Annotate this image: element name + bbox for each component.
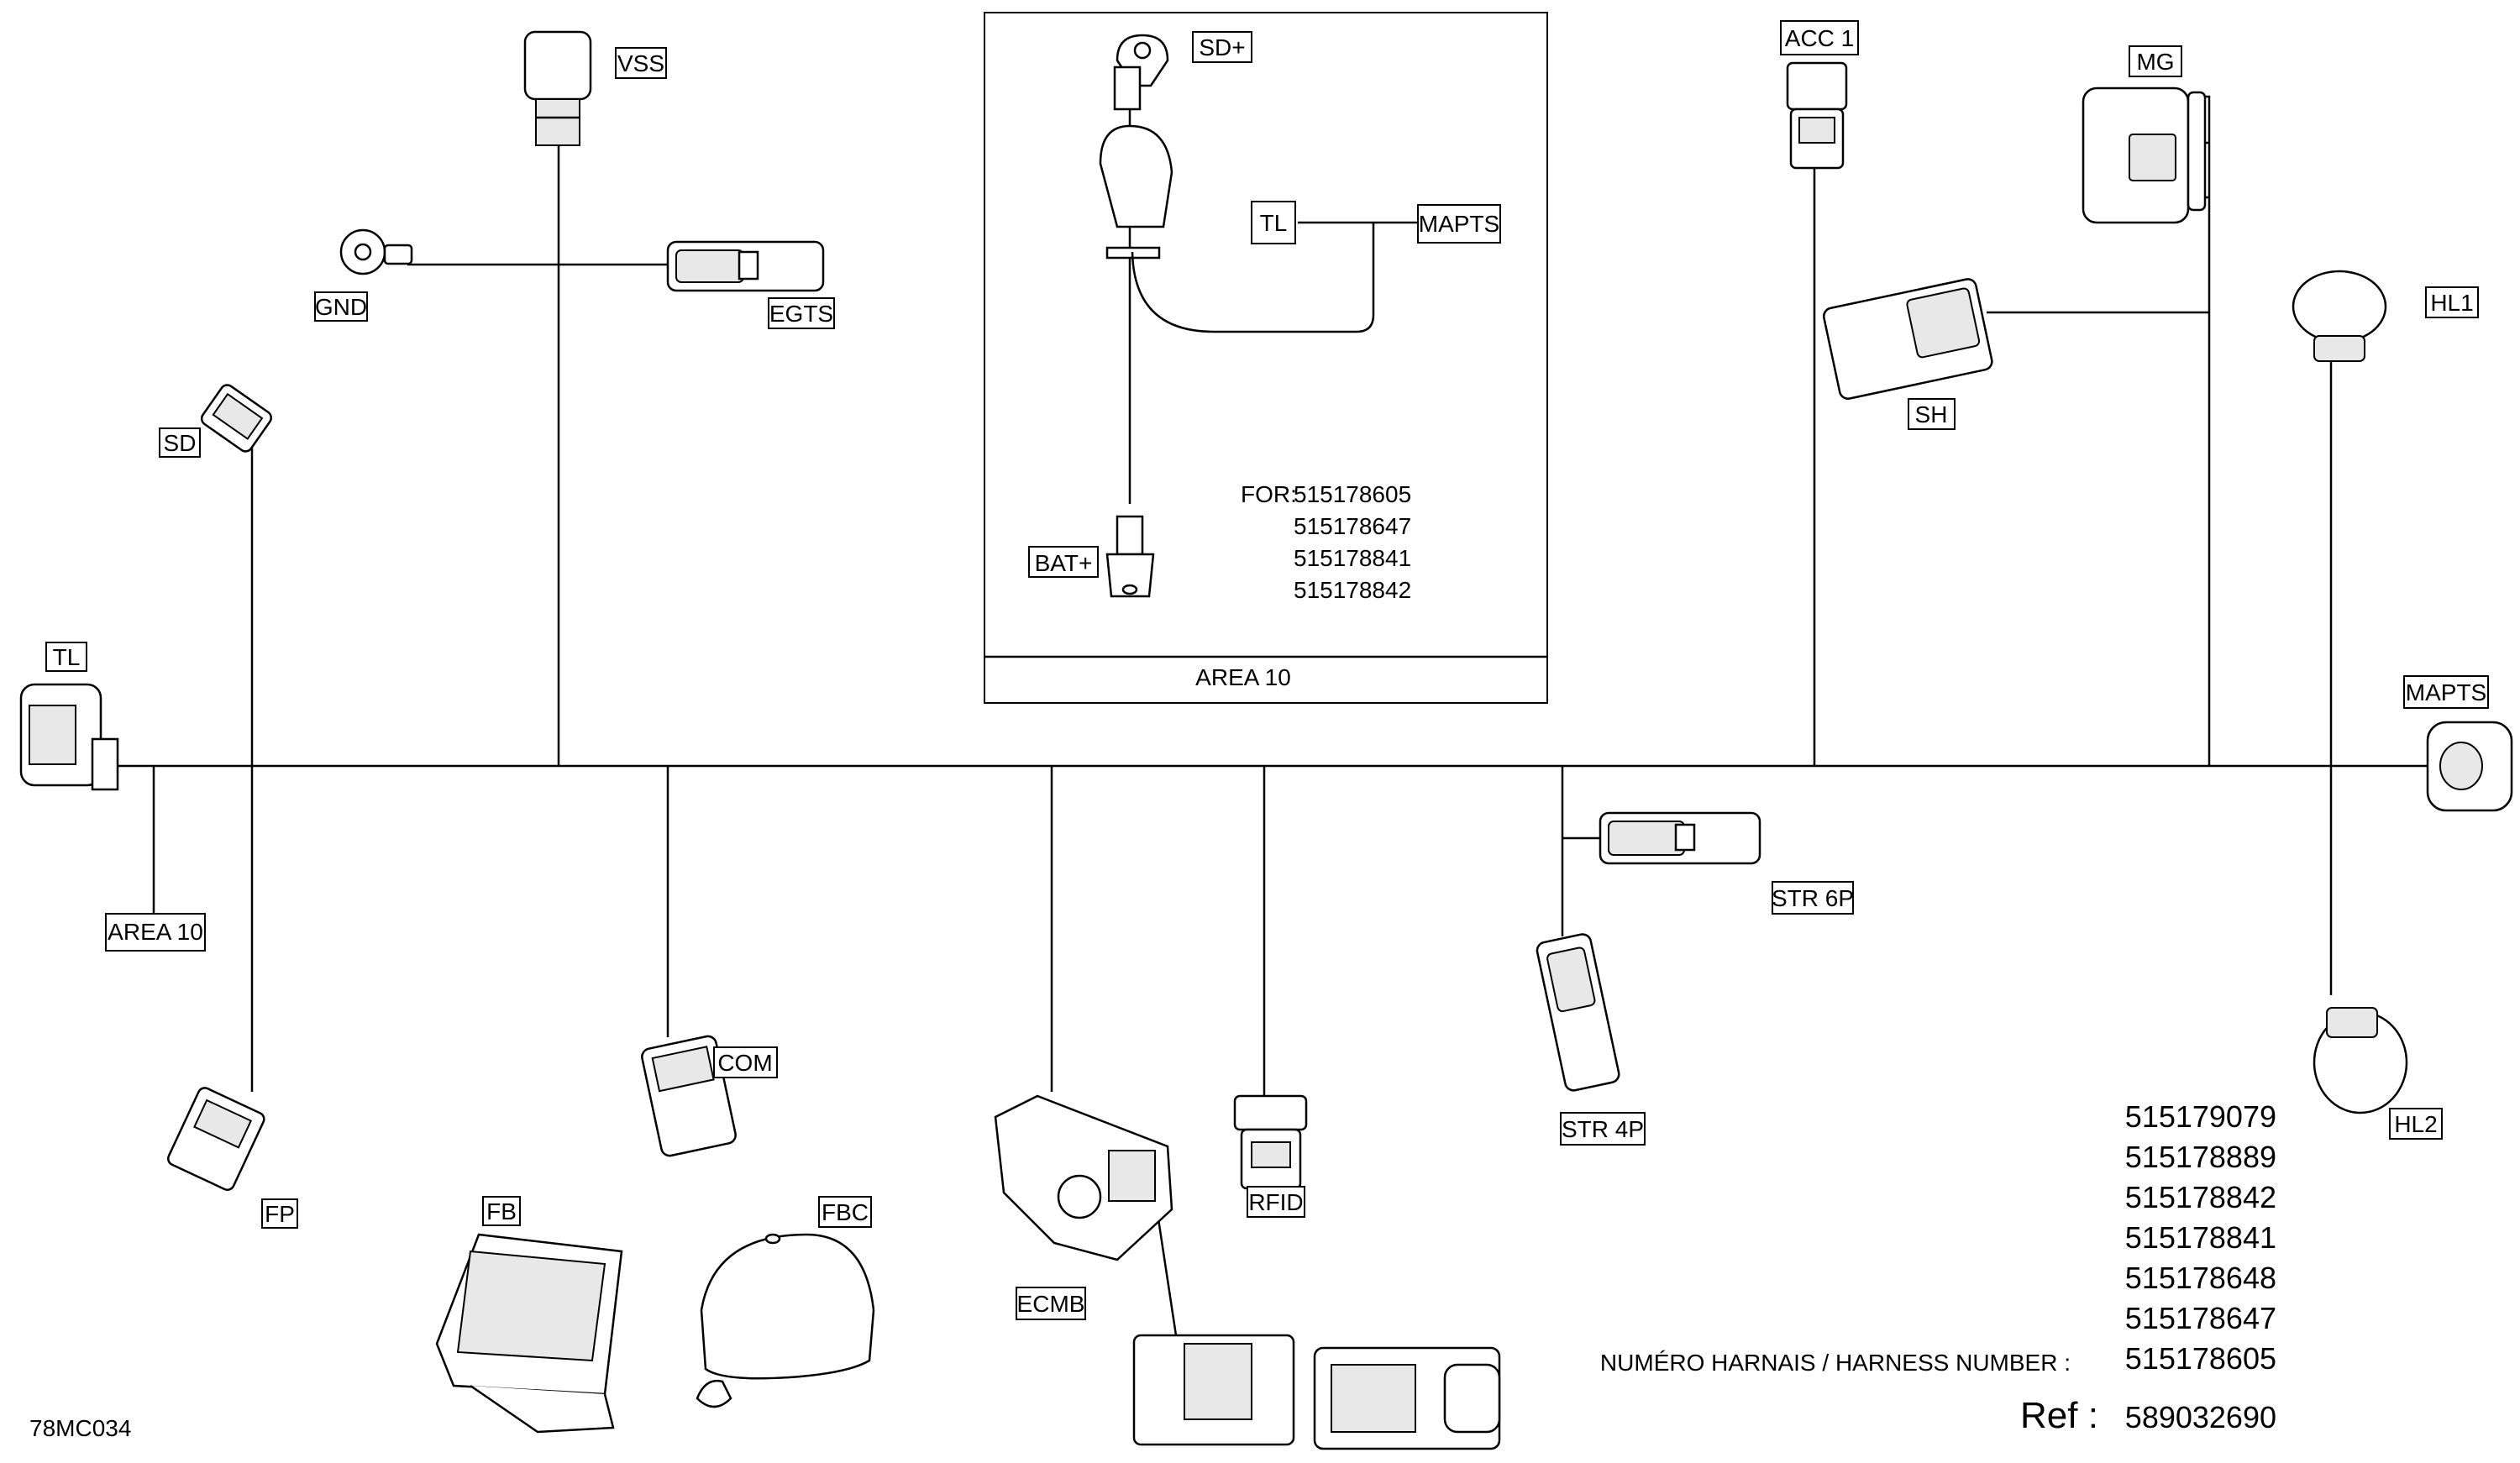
ecmb-connector-icon	[994, 1094, 1173, 1261]
svg-text:EGTS: EGTS	[769, 301, 833, 327]
egts-connector-icon	[666, 240, 825, 292]
svg-text:515178605: 515178605	[1294, 481, 1411, 507]
terminal-boot-icon	[1099, 124, 1173, 260]
fp-connector-icon	[166, 1087, 265, 1191]
inset-label-sd-plus: SD+	[1192, 31, 1252, 63]
label-egts: EGTS	[768, 297, 835, 329]
svg-text:FP: FP	[265, 1201, 295, 1227]
label-com: COM	[713, 1046, 778, 1078]
label-acc-1: ACC 1	[1780, 20, 1859, 55]
label-gnd: GND	[314, 291, 368, 322]
label-sh: SH	[1908, 398, 1956, 430]
rfid-connector-icon	[1233, 1094, 1308, 1190]
ref-number: 589032690	[2125, 1400, 2276, 1434]
harness-number: 515179079	[2125, 1099, 2276, 1134]
harness-number: 515178605	[2125, 1341, 2276, 1376]
bat-plus-terminal-icon	[1105, 515, 1155, 598]
harness-number: 515178842	[2125, 1180, 2276, 1214]
label-str-4p: STR 4P	[1560, 1112, 1646, 1146]
harness-number: 515178841	[2125, 1220, 2276, 1255]
com-connector-icon	[641, 1035, 737, 1157]
inset-for-list: FOR: 515178605 515178647 515178841 51517…	[1241, 481, 1411, 603]
harness-number-list: 515179079 515178889 515178842 515178841 …	[1600, 1099, 2276, 1376]
svg-text:ECMB: ECMB	[1017, 1291, 1085, 1317]
inset-label-bat-plus: BAT+	[1028, 546, 1099, 578]
tl-connector-icon	[19, 683, 119, 791]
label-fbc: FBC	[818, 1196, 872, 1228]
svg-text:AREA 10: AREA 10	[108, 919, 203, 945]
svg-text:COM: COM	[717, 1050, 772, 1076]
svg-text:MAPTS: MAPTS	[1419, 211, 1499, 237]
sd-plus-terminal-icon	[1113, 34, 1169, 111]
acc-1-connector-icon	[1786, 61, 1848, 170]
svg-text:GND: GND	[315, 294, 367, 320]
mg-connector-icon	[2082, 87, 2207, 224]
fbc-fuse-box-cover-icon	[696, 1233, 875, 1408]
label-mapts: MAPTS	[2403, 675, 2489, 709]
label-vss: VSS	[615, 47, 667, 79]
sh-connector-icon	[1822, 278, 1993, 400]
drawing-code: 78MC034	[29, 1415, 131, 1441]
svg-text:HL2: HL2	[2394, 1111, 2437, 1137]
svg-text:515178841: 515178841	[1294, 545, 1411, 571]
hl1-connector-icon	[2292, 270, 2387, 362]
label-fb: FB	[482, 1196, 521, 1226]
label-rfid: RFID	[1247, 1186, 1305, 1218]
svg-text:RFID: RFID	[1248, 1189, 1303, 1215]
harness-wires	[118, 95, 2428, 1336]
hl2-connector-icon	[2313, 1007, 2408, 1114]
svg-text:BAT+: BAT+	[1035, 550, 1093, 576]
svg-text:STR 4P: STR 4P	[1562, 1116, 1644, 1142]
sd-connector-icon	[200, 384, 272, 453]
svg-text:MG: MG	[2136, 49, 2174, 75]
svg-text:515178842: 515178842	[1294, 577, 1411, 603]
svg-text:TL: TL	[53, 644, 81, 670]
mapts-connector-icon	[2426, 721, 2513, 812]
svg-text:FBC: FBC	[822, 1199, 869, 1225]
label-fp: FP	[261, 1198, 298, 1229]
svg-text:FOR:: FOR:	[1241, 481, 1297, 507]
harness-number: 515178648	[2125, 1261, 2276, 1295]
label-str-6p: STR 6P	[1772, 881, 1854, 915]
svg-text:515178647: 515178647	[1294, 513, 1411, 539]
vss-connector-icon	[523, 30, 592, 146]
label-area-10: AREA 10	[105, 913, 206, 952]
harness-number: 515178889	[2125, 1140, 2276, 1174]
svg-text:TL: TL	[1260, 210, 1288, 236]
svg-text:FB: FB	[486, 1198, 517, 1224]
svg-text:HL1: HL1	[2430, 290, 2473, 316]
inset-label-tl: TL	[1251, 201, 1296, 244]
str-4p-connector-icon	[1536, 933, 1620, 1092]
svg-text:SD+: SD+	[1199, 34, 1245, 60]
label-hl2: HL2	[2389, 1108, 2443, 1140]
harness-number: 515178647	[2125, 1301, 2276, 1335]
ref-prefix: Ref :	[2020, 1395, 2098, 1436]
label-mg: MG	[2129, 45, 2182, 77]
label-ecmb: ECMB	[1016, 1287, 1086, 1320]
fb-fuse-box-icon	[435, 1233, 623, 1434]
svg-text:VSS: VSS	[617, 50, 664, 76]
str-6p-connector-icon	[1599, 811, 1761, 865]
reference: Ref : 589032690	[2020, 1395, 2276, 1436]
label-sd: SD	[159, 427, 201, 458]
gnd-ring-terminal-icon	[339, 228, 413, 275]
harness-number-label: NUMÉRO HARNAIS / HARNESS NUMBER :	[1600, 1350, 2071, 1376]
svg-text:SH: SH	[1915, 401, 1948, 427]
inset-label-mapts: MAPTS	[1417, 204, 1501, 244]
inset-panel: SD+ TL MAPTS BAT+ FOR: 515178605 5151786…	[984, 12, 1548, 704]
svg-text:ACC 1: ACC 1	[1785, 25, 1854, 51]
svg-text:MAPTS: MAPTS	[2406, 679, 2486, 705]
svg-text:SD: SD	[164, 430, 197, 456]
ecmb-plug-icon	[1132, 1334, 1501, 1450]
svg-text:STR 6P: STR 6P	[1772, 885, 1854, 911]
label-hl1: HL1	[2425, 286, 2479, 318]
inset-area-label: AREA 10	[1195, 664, 1291, 690]
label-tl: TL	[45, 642, 87, 672]
